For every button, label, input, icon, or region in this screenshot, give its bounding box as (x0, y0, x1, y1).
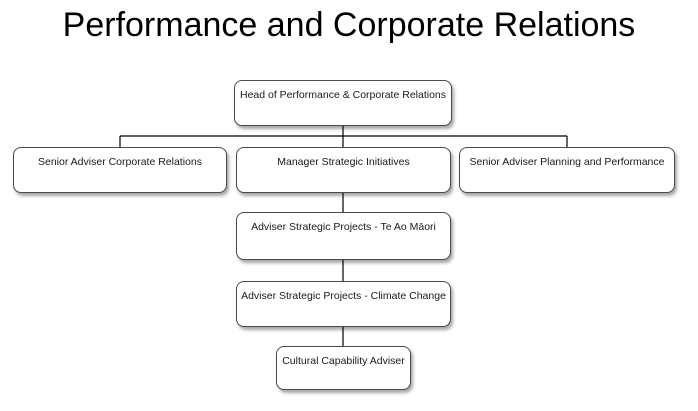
node-senior-adviser-corporate-relations: Senior Adviser Corporate Relations (13, 147, 227, 193)
node-manager-strategic-initiatives: Manager Strategic Initiatives (236, 147, 451, 193)
node-head-label: Head of Performance & Corporate Relation… (239, 89, 447, 101)
node-adviser-te-ao-maori-label: Adviser Strategic Projects - Te Ao Māori (251, 221, 436, 233)
node-cultural-capability-adviser: Cultural Capability Adviser (276, 346, 411, 390)
node-senior-adviser-planning-performance: Senior Adviser Planning and Performance (459, 147, 675, 193)
node-senior-adviser-corporate-relations-label: Senior Adviser Corporate Relations (37, 156, 202, 168)
node-head: Head of Performance & Corporate Relation… (234, 80, 452, 126)
node-adviser-climate-change: Adviser Strategic Projects - Climate Cha… (236, 281, 451, 327)
node-adviser-te-ao-maori: Adviser Strategic Projects - Te Ao Māori (236, 212, 451, 260)
page-title: Performance and Corporate Relations (62, 6, 636, 44)
node-adviser-climate-change-label: Adviser Strategic Projects - Climate Cha… (241, 290, 446, 302)
node-manager-strategic-initiatives-label: Manager Strategic Initiatives (277, 156, 410, 168)
node-senior-adviser-planning-performance-label: Senior Adviser Planning and Performance (469, 156, 665, 168)
node-cultural-capability-adviser-label: Cultural Capability Adviser (282, 355, 405, 367)
